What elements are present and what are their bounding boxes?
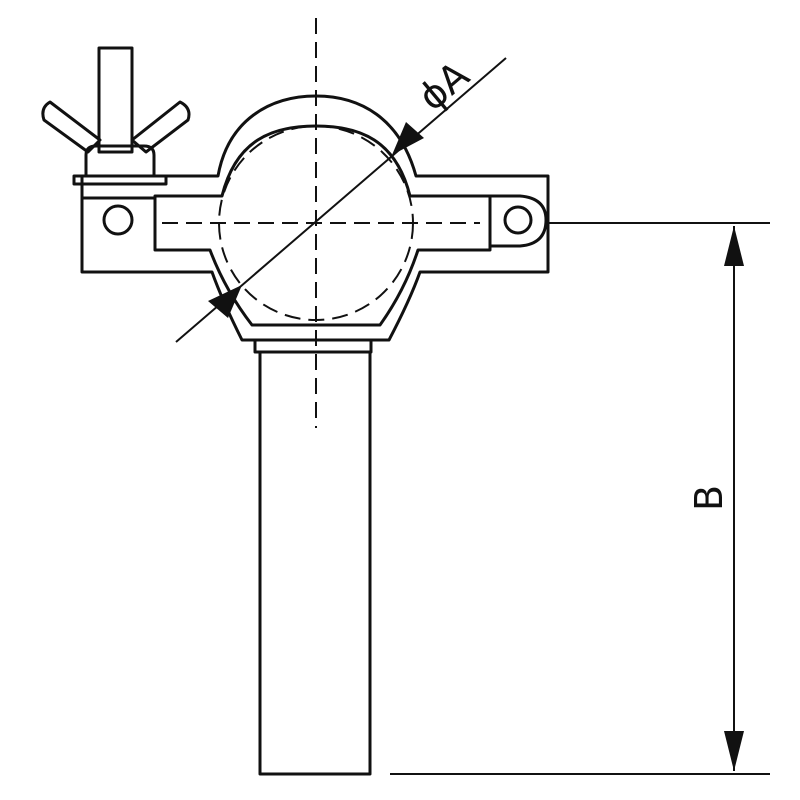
- bolt-washer: [72, 174, 168, 186]
- height-arrow-top: [724, 226, 744, 266]
- bolt-left-wing: [41, 100, 102, 154]
- height-label: B: [687, 485, 731, 511]
- left-hinge: [80, 196, 157, 236]
- height-arrow-bottom: [724, 731, 744, 771]
- clamp-inner-strap: [153, 124, 492, 327]
- center-lines: [162, 18, 480, 428]
- right-hinge: [488, 194, 548, 248]
- right-bolt-hole: [503, 205, 533, 235]
- left-bolt-hole: [102, 204, 134, 236]
- height-dimension: B: [390, 222, 770, 775]
- spigot: [253, 338, 373, 776]
- diameter-arrow-upper: [392, 122, 424, 155]
- wing-bolt: [41, 46, 191, 186]
- clamp-body-outline: [80, 94, 550, 342]
- tube-section-circle: [218, 125, 414, 321]
- diameter-label: ϕA: [410, 53, 477, 120]
- bolt-nut: [84, 144, 156, 178]
- diameter-arrow-lower: [208, 285, 242, 318]
- bolt-shank: [97, 46, 134, 154]
- bolt-right-wing: [130, 100, 191, 154]
- right-hinge-ear: [488, 194, 548, 248]
- spigot-tube: [258, 350, 372, 776]
- spigot-collar: [253, 338, 373, 354]
